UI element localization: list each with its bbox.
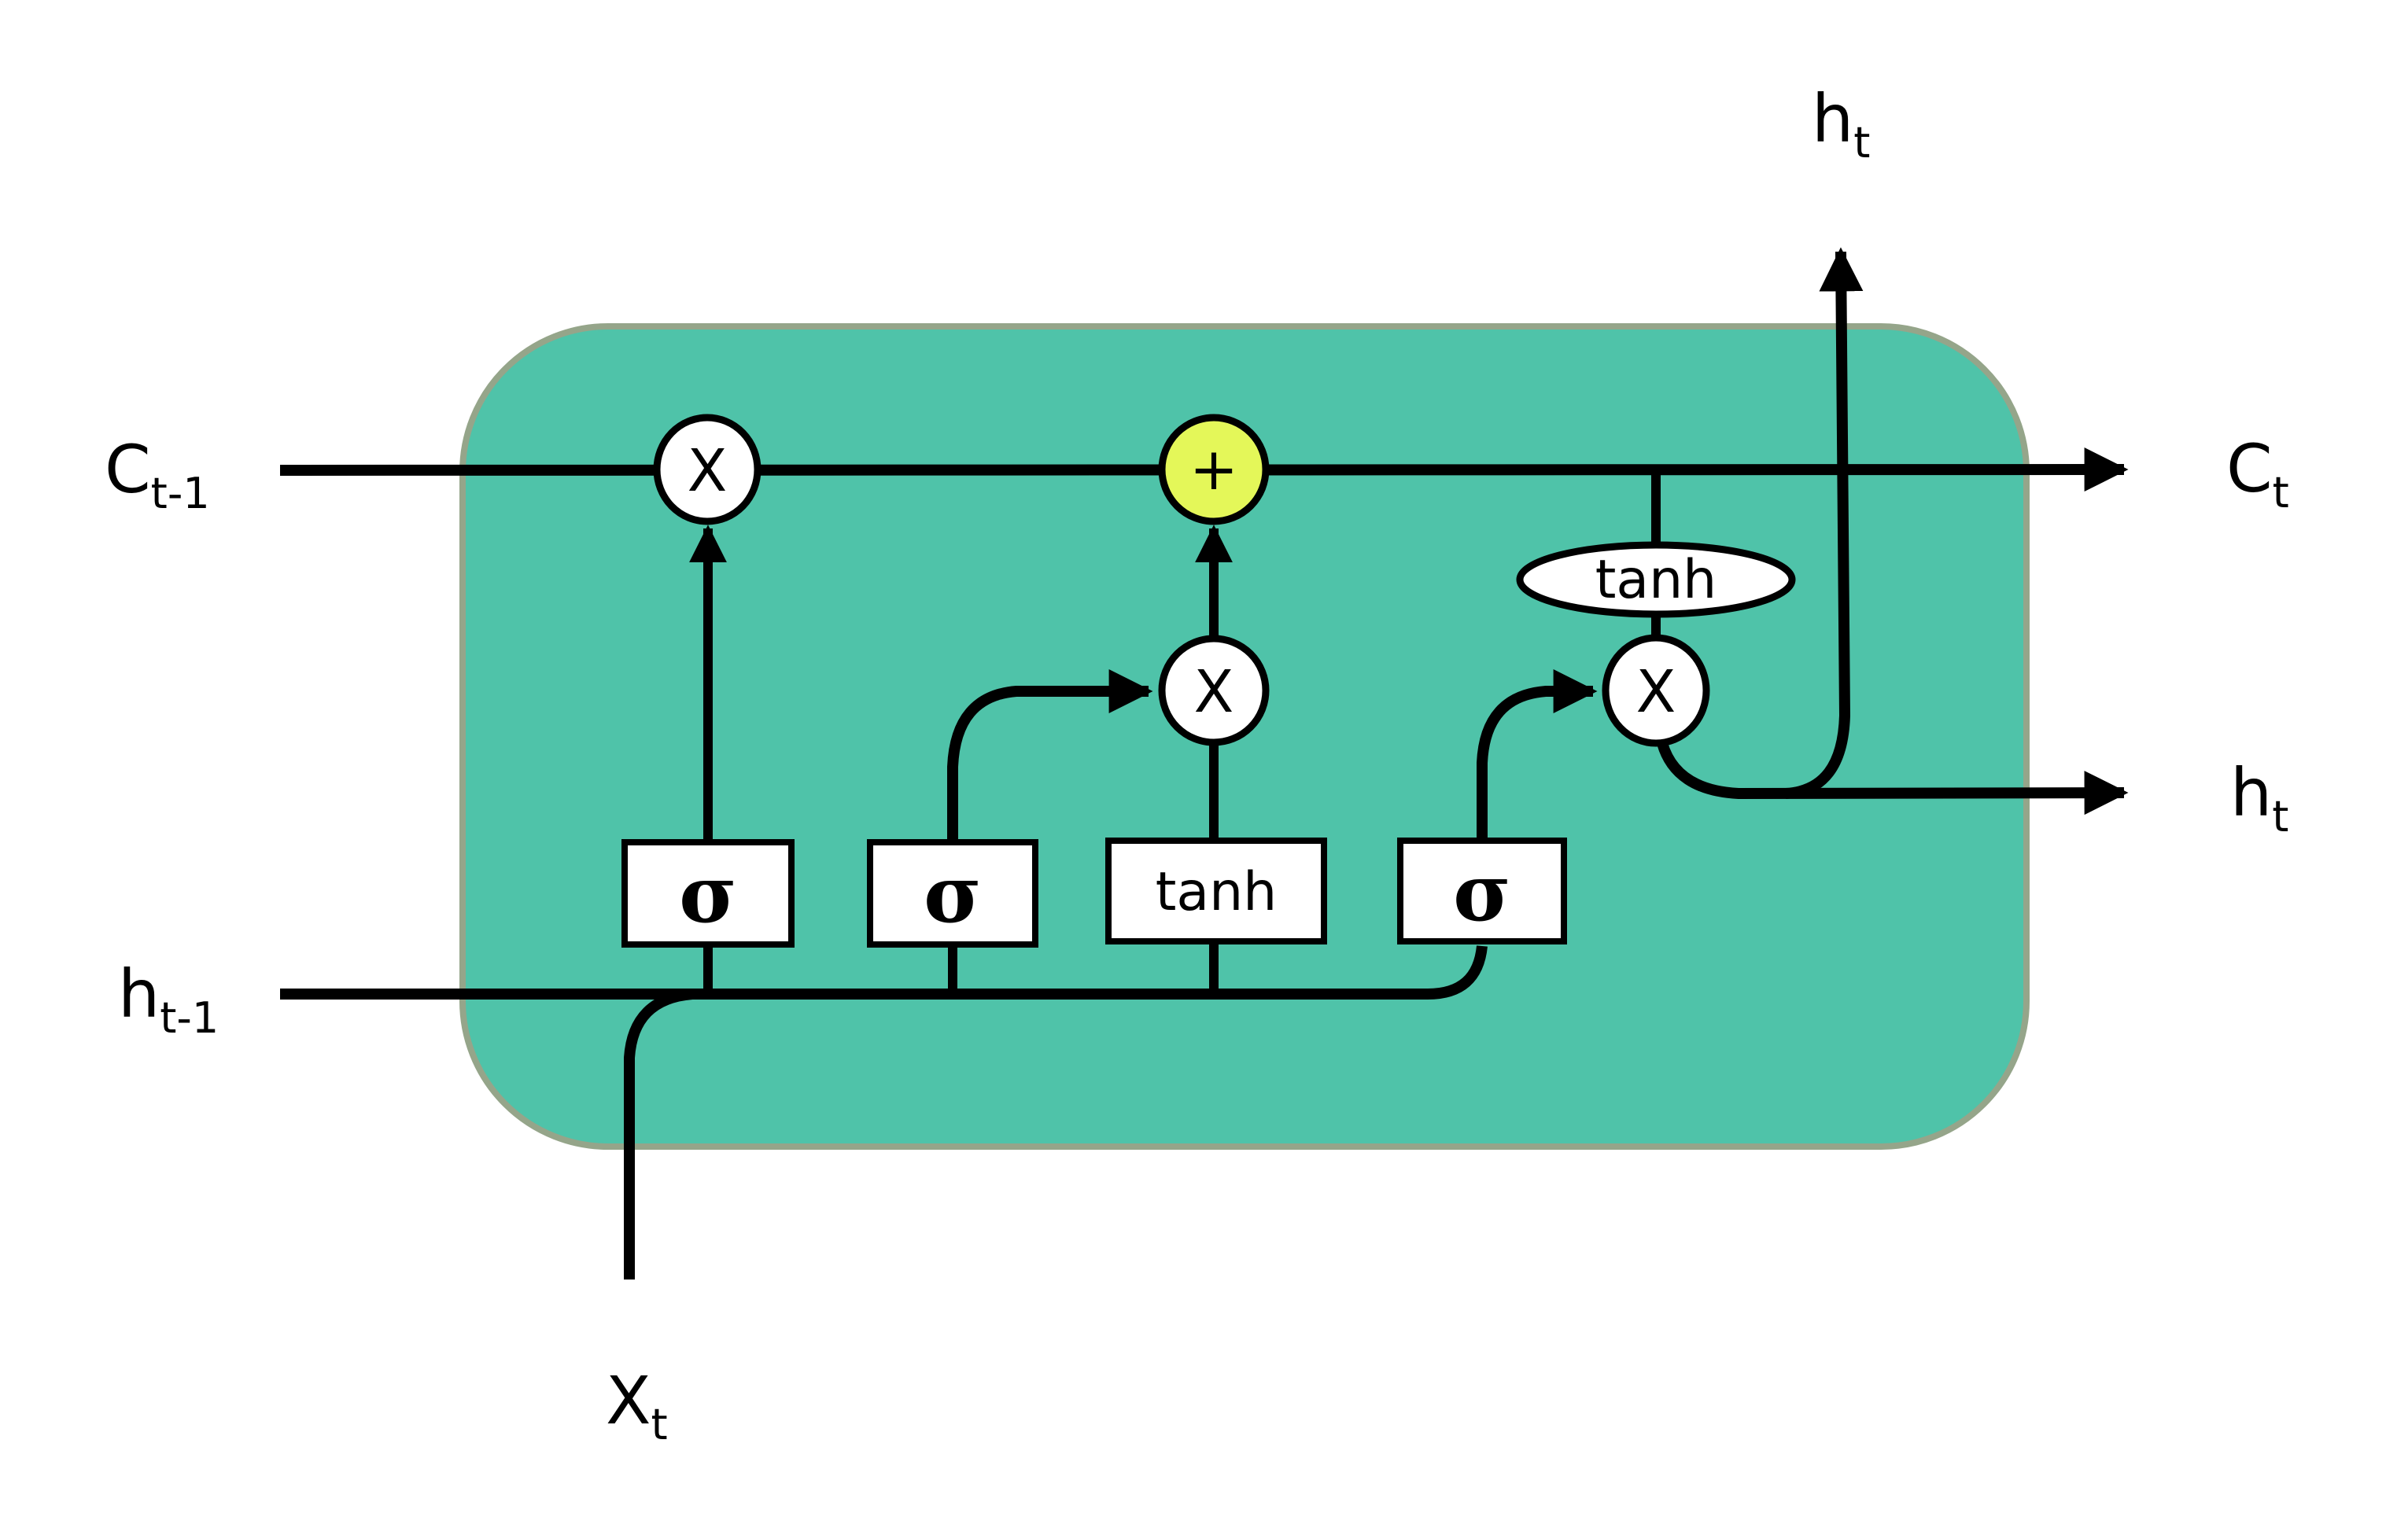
input-multiply-node: X bbox=[1158, 635, 1270, 746]
output-gate: σ bbox=[1397, 838, 1567, 944]
input-gate-to-multiply-wire bbox=[947, 669, 1153, 842]
multiply-icon: X bbox=[688, 437, 728, 505]
output-tanh-label: tanh bbox=[1595, 549, 1717, 611]
cell-state-label: Ct bbox=[2226, 430, 2289, 517]
multiply-icon: X bbox=[1636, 658, 1676, 726]
cell-state-prev-label: Ct-1 bbox=[105, 431, 210, 518]
output-tanh-node: tanh bbox=[1516, 541, 1796, 618]
forget-multiply-node: X bbox=[653, 414, 761, 525]
plus-icon: + bbox=[1189, 436, 1238, 503]
input-wire bbox=[624, 989, 693, 1280]
sigma-icon: σ bbox=[679, 848, 737, 941]
multiply-icon: X bbox=[1194, 658, 1234, 726]
cell-add-node: + bbox=[1158, 414, 1270, 525]
hidden-up-wire bbox=[1785, 247, 1864, 799]
output-multiply-node: X bbox=[1602, 634, 1710, 747]
forget-gate: σ bbox=[621, 839, 795, 948]
hidden-output-wire bbox=[1657, 741, 2129, 816]
input-gate: σ bbox=[867, 839, 1038, 948]
hidden-prev-wire bbox=[280, 945, 1488, 1000]
hidden-prev-label: ht-1 bbox=[118, 955, 219, 1043]
sigma-icon: σ bbox=[924, 848, 982, 941]
input-label: Xt bbox=[606, 1362, 668, 1449]
sigma-icon: σ bbox=[1453, 846, 1511, 939]
hidden-output-right-label: ht bbox=[2230, 754, 2288, 841]
candidate-gate: tanh bbox=[1105, 838, 1327, 944]
output-gate-to-multiply-wire bbox=[1477, 669, 1598, 842]
hidden-output-top-label: ht bbox=[1812, 80, 1870, 168]
candidate-gate-label: tanh bbox=[1156, 861, 1278, 923]
